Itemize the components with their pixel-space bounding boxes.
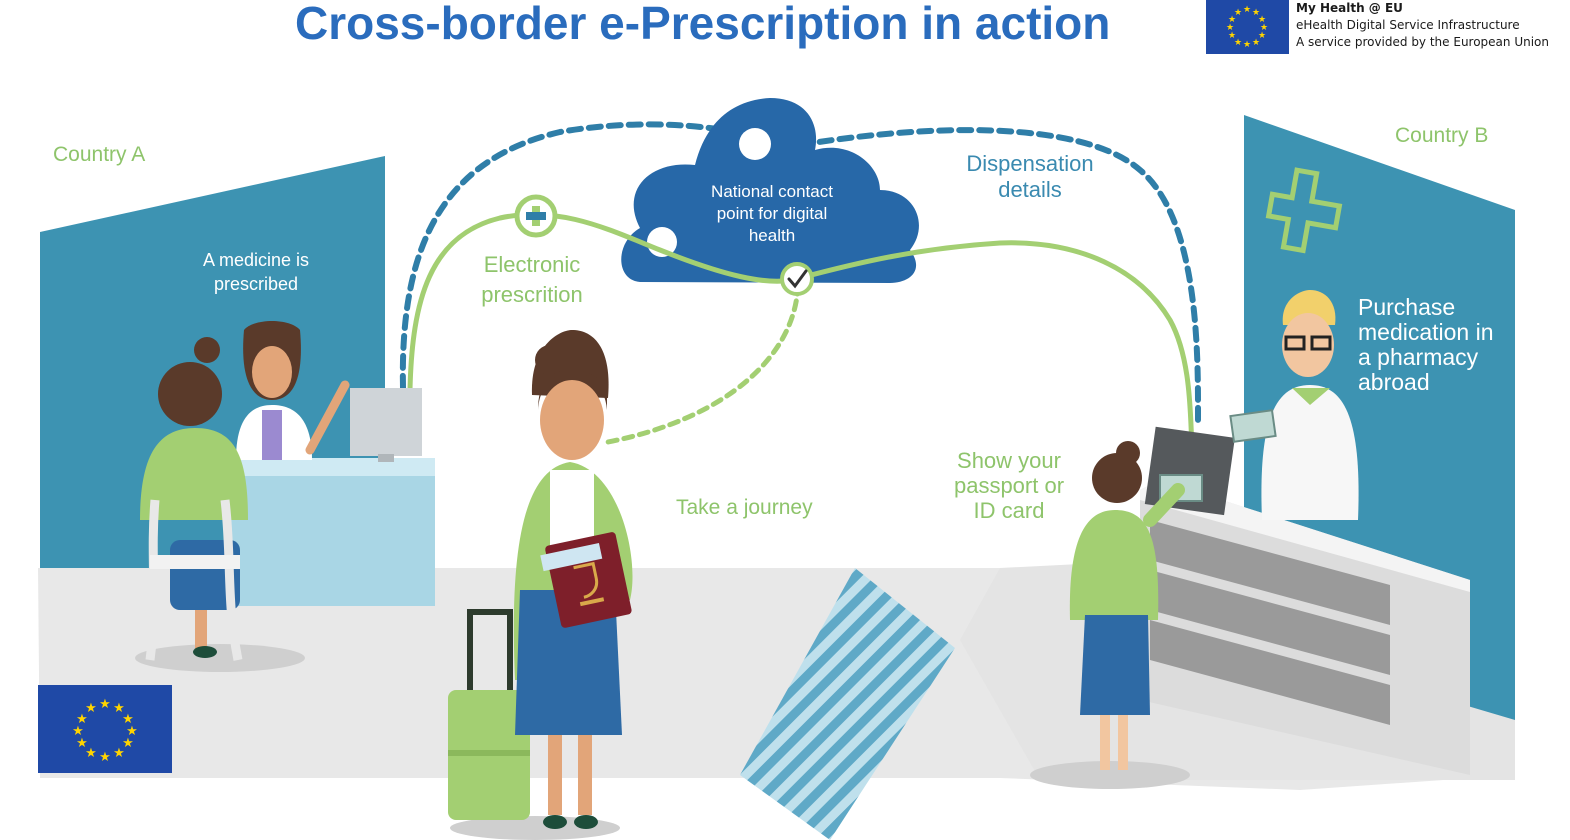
svg-text:★: ★ — [85, 701, 97, 716]
dashed-link-cloud-b — [797, 127, 1202, 423]
svg-text:★: ★ — [76, 712, 88, 727]
purchase-line2: medication in — [1358, 319, 1494, 345]
svg-text:★: ★ — [1258, 31, 1266, 41]
eu-flag-icon — [38, 685, 172, 773]
svg-text:★: ★ — [1260, 23, 1268, 33]
purchase-line3: a pharmacy — [1358, 344, 1479, 370]
dashed-link-journey — [605, 282, 801, 445]
cloud-hole-top — [739, 128, 771, 160]
svg-text:★: ★ — [1258, 15, 1266, 25]
electronic-line2: prescrition — [481, 282, 583, 307]
passport-label: Show your passport or ID card — [940, 448, 1078, 523]
prescribed-line2: prescribed — [213, 274, 299, 294]
eu-flag-stars: ★★★★ ★★★★ ★★★★ — [72, 697, 138, 765]
purchase-line4: abroad — [1358, 369, 1430, 395]
dashed-link-a-cloud — [399, 121, 773, 391]
electronic-line1: Electronic — [483, 252, 581, 277]
header-eu-flag-icon — [1206, 0, 1289, 54]
svg-text:★: ★ — [1252, 8, 1260, 18]
ncp-line1: National contact — [711, 182, 833, 201]
svg-text:★: ★ — [122, 712, 134, 727]
journey-label: Take a journey — [676, 496, 813, 519]
purchase-label: Purchase medication in a pharmacy abroad — [1358, 295, 1494, 395]
dispensation-line2: details — [998, 177, 1062, 202]
doctor-desk — [225, 458, 435, 606]
passport-line3: ID card — [973, 498, 1045, 523]
svg-text:★: ★ — [76, 736, 88, 751]
dispensation-line1: Dispensation — [966, 151, 1094, 176]
svg-text:★: ★ — [1234, 38, 1242, 48]
purchase-line1: Purchase — [1358, 294, 1456, 320]
svg-text:★: ★ — [113, 701, 125, 716]
ncp-cloud — [621, 98, 919, 283]
svg-text:★: ★ — [126, 724, 138, 739]
svg-text:★: ★ — [72, 724, 84, 739]
svg-text:★: ★ — [113, 746, 125, 761]
computer-monitor — [350, 388, 422, 456]
electronic-prescription-label: Electronic prescrition — [462, 250, 602, 310]
brand-line1: eHealth Digital Service Infrastructure — [1296, 18, 1520, 32]
passport-line2: passport or — [953, 473, 1065, 498]
svg-text:★: ★ — [99, 697, 111, 712]
passport-line1: Show your — [957, 448, 1061, 473]
ncp-line2: point for digital — [716, 204, 828, 223]
counter-shelves — [1150, 520, 1390, 725]
customer-figure — [1092, 453, 1142, 503]
checkmark-icon — [780, 262, 814, 296]
passport-icon — [540, 532, 632, 628]
prescribed-line1: A medicine is — [202, 250, 310, 270]
svg-text:★: ★ — [1234, 8, 1242, 18]
svg-text:★: ★ — [1228, 15, 1236, 25]
brand-line2: A service provided by the European Union — [1296, 35, 1550, 49]
svg-text:★: ★ — [122, 736, 134, 751]
patient-figure — [158, 362, 222, 426]
svg-text:★: ★ — [1228, 31, 1236, 41]
border-stripe — [740, 568, 955, 840]
svg-text:★: ★ — [1243, 40, 1251, 50]
pharmacy-cross-icon — [1265, 167, 1343, 254]
ncp-label: National contact point for digital healt… — [696, 181, 848, 247]
header-eu-flag-stars: ★★★★ ★★★★ ★★★★ — [1226, 5, 1268, 50]
svg-text:★: ★ — [1243, 5, 1251, 15]
prescribed-label: A medicine is prescribed — [190, 248, 322, 296]
country-a-label: Country A — [53, 143, 146, 166]
country-b-label: Country B — [1395, 124, 1489, 147]
brand-block: My Health @ EU eHealth Digital Service I… — [1296, 0, 1549, 51]
svg-text:★: ★ — [1252, 38, 1260, 48]
svg-text:★: ★ — [99, 750, 111, 765]
dispensation-label: Dispensation details — [950, 151, 1110, 203]
svg-text:★: ★ — [85, 746, 97, 761]
pharmacist-figure — [1282, 290, 1336, 325]
page-title: Cross-border e-Prescription in action — [295, 0, 1111, 49]
ncp-line3: health — [748, 226, 796, 245]
svg-text:★: ★ — [1226, 23, 1234, 33]
brand-name: My Health @ EU — [1296, 1, 1403, 15]
